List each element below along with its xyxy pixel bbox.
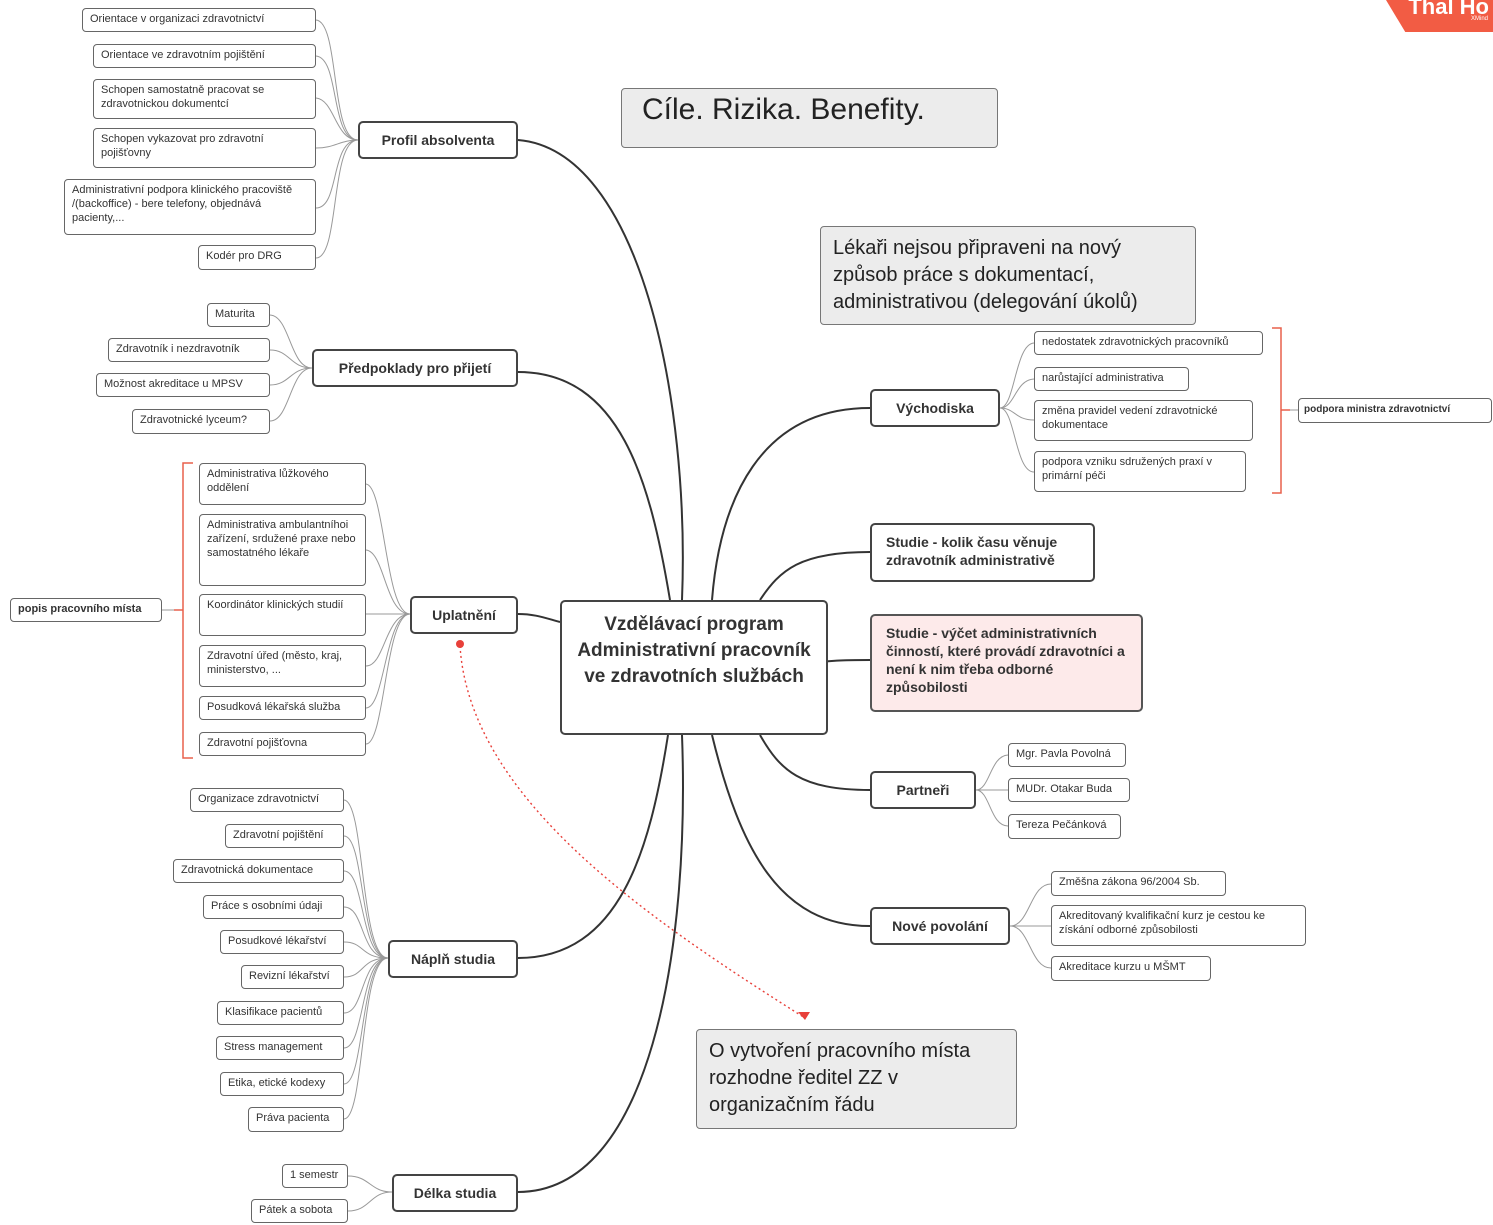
- napln-item[interactable]: Organizace zdravotnictví: [190, 788, 344, 812]
- summary-popis-pracovniho-mista[interactable]: popis pracovního místa: [10, 598, 162, 622]
- branch-napln-studia[interactable]: Náplň studia: [388, 940, 518, 978]
- partner-item[interactable]: Mgr. Pavla Povolná: [1008, 743, 1126, 767]
- central-topic[interactable]: Vzdělávací program Administrativní praco…: [560, 600, 828, 735]
- nove-item[interactable]: Změšna zákona 96/2004 Sb.: [1051, 871, 1226, 896]
- napln-item[interactable]: Práce s osobními údaji: [203, 895, 344, 919]
- uplatneni-item[interactable]: Administrativa lůžkového oddělení: [199, 463, 366, 505]
- napln-item[interactable]: Etika, etické kodexy: [220, 1072, 344, 1096]
- napln-item[interactable]: Posudkové lékařství: [220, 930, 344, 954]
- vychodiska-item[interactable]: podpora vzniku sdružených praxí v primár…: [1034, 451, 1246, 492]
- branch-studie-cas[interactable]: Studie - kolik času věnuje zdravotník ad…: [870, 523, 1095, 582]
- napln-item[interactable]: Klasifikace pacientů: [217, 1001, 344, 1025]
- branch-studie-vycet[interactable]: Studie - výčet administrativních činnost…: [870, 614, 1143, 712]
- vychodiska-item[interactable]: nedostatek zdravotnických pracovníků: [1034, 331, 1263, 355]
- note-lekari[interactable]: Lékaři nejsou připraveni na nový způsob …: [820, 226, 1196, 325]
- profil-item[interactable]: Schopen samostatně pracovat se zdravotni…: [93, 79, 316, 119]
- predpoklady-item[interactable]: Možnost akreditace u MPSV: [96, 373, 270, 397]
- uplatneni-item[interactable]: Koordinátor klinických studií: [199, 594, 366, 636]
- branch-nove-povolani[interactable]: Nové povolání: [870, 907, 1010, 945]
- predpoklady-item[interactable]: Maturita: [207, 303, 270, 327]
- napln-item[interactable]: Revizní lékařství: [241, 965, 344, 989]
- branch-profil-absolventa[interactable]: Profil absolventa: [358, 121, 518, 159]
- summary-podpora-ministra[interactable]: podpora ministra zdravotnictví: [1298, 398, 1492, 423]
- partner-item[interactable]: Tereza Pečánková: [1008, 814, 1121, 839]
- uplatneni-item[interactable]: Zdravotní pojišťovna: [199, 732, 366, 756]
- profil-item[interactable]: Schopen vykazovat pro zdravotní pojišťov…: [93, 128, 316, 168]
- profil-item[interactable]: Kodér pro DRG: [198, 245, 316, 270]
- profil-item[interactable]: Administrativní podpora klinického praco…: [64, 179, 316, 235]
- brand-sub: XMind: [1470, 16, 1488, 22]
- vychodiska-item[interactable]: narůstající administrativa: [1034, 367, 1189, 391]
- uplatneni-item[interactable]: Posudková lékařská služba: [199, 696, 366, 720]
- partner-item[interactable]: MUDr. Otakar Buda: [1008, 778, 1130, 802]
- profil-item[interactable]: Orientace v organizaci zdravotnictví: [82, 8, 316, 32]
- vychodiska-item[interactable]: změna pravidel vedení zdravotnické dokum…: [1034, 400, 1253, 441]
- napln-item[interactable]: Stress management: [216, 1036, 344, 1060]
- nove-item[interactable]: Akreditovaný kvalifikační kurz je cestou…: [1051, 905, 1306, 946]
- title-note[interactable]: Cíle. Rizika. Benefity.: [621, 88, 998, 148]
- predpoklady-item[interactable]: Zdravotnické lyceum?: [132, 409, 270, 434]
- uplatneni-item[interactable]: Zdravotní úřed (město, kraj, ministerstv…: [199, 645, 366, 687]
- branch-partneri[interactable]: Partneři: [870, 771, 976, 809]
- branch-predpoklady[interactable]: Předpoklady pro přijetí: [312, 349, 518, 387]
- nove-item[interactable]: Akreditace kurzu u MŠMT: [1051, 956, 1211, 981]
- delka-item[interactable]: 1 semestr: [282, 1164, 348, 1188]
- napln-item[interactable]: Práva pacienta: [248, 1107, 344, 1132]
- branch-vychodiska[interactable]: Východiska: [870, 389, 1000, 427]
- profil-item[interactable]: Orientace ve zdravotním pojištění: [93, 44, 316, 68]
- napln-item[interactable]: Zdravotnická dokumentace: [173, 859, 344, 883]
- predpoklady-item[interactable]: Zdravotník i nezdravotník: [108, 338, 270, 362]
- napln-item[interactable]: Zdravotní pojištění: [225, 824, 344, 848]
- uplatneni-item[interactable]: Administrativa ambulantníhoi zařízení, s…: [199, 514, 366, 586]
- note-vytvoreni-mista[interactable]: O vytvoření pracovního místa rozhodne ře…: [696, 1029, 1017, 1129]
- brand-text: Thal Ho: [1408, 0, 1489, 19]
- brand-badge: Thal Ho XMind: [1386, 0, 1493, 32]
- branch-delka-studia[interactable]: Délka studia: [392, 1174, 518, 1212]
- delka-item[interactable]: Pátek a sobota: [251, 1199, 348, 1223]
- branch-uplatneni[interactable]: Uplatnění: [410, 596, 518, 634]
